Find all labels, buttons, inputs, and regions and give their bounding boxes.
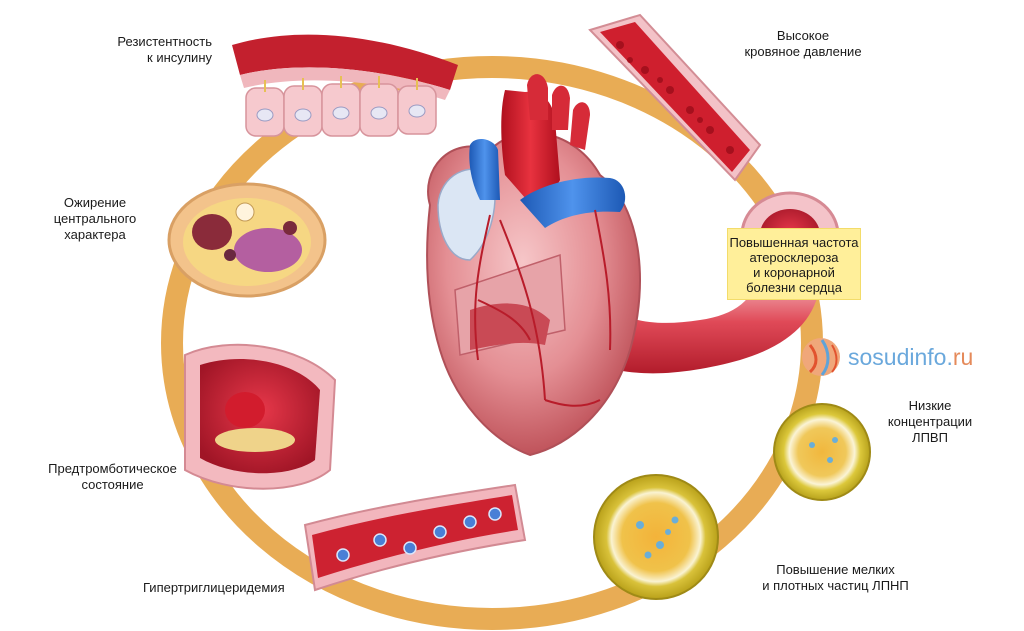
label-small-dense-ldl: Повышение мелких и плотных частиц ЛПНП <box>762 562 909 593</box>
atherosclerosis-callout: Повышенная частота атеросклероза и корон… <box>727 228 861 300</box>
high-blood-pressure-illustration <box>588 13 762 182</box>
label-central-obesity: Ожирение центрального характера <box>53 195 137 242</box>
watermark-logo-icon <box>802 338 840 376</box>
label-prothrombotic-state: Предтромботическое состояние <box>48 461 177 492</box>
hypertriglyceridemia-illustration <box>303 483 527 592</box>
small-dense-ldl-particle <box>593 474 719 600</box>
label-low-hdl: Низкие концентрации ЛПВП <box>887 398 973 445</box>
label-high-blood-pressure: Высокое кровяное давление <box>744 28 862 59</box>
watermark-text: sosudinfo.ru <box>848 344 974 370</box>
central-obesity-illustration <box>167 182 327 298</box>
insulin-resistance-illustration <box>232 34 458 137</box>
watermark: sosudinfo.ru <box>800 338 1020 378</box>
label-hypertriglyceridemia: Гипертриглицеридемия <box>143 580 285 595</box>
heart-illustration <box>426 74 641 457</box>
prothrombotic-illustration <box>184 343 337 490</box>
low-hdl-particle <box>773 403 871 501</box>
label-insulin-resistance: Резистентность к инсулину <box>117 34 212 65</box>
